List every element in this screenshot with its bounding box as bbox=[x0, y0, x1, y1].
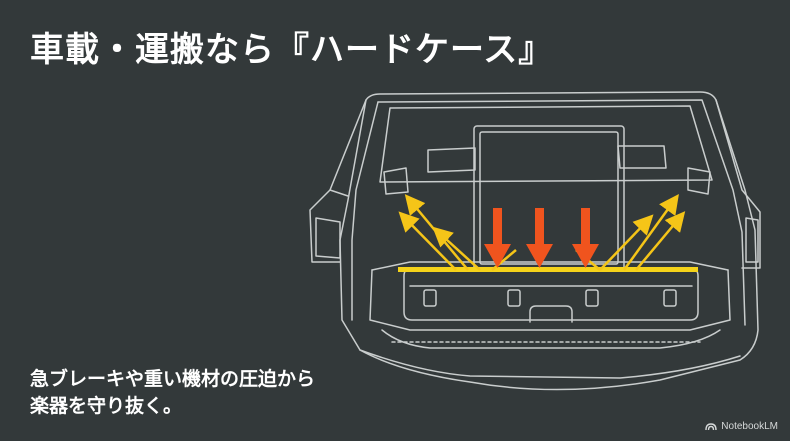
left-tail-light bbox=[315, 217, 341, 259]
headrest-right bbox=[617, 145, 667, 169]
brand-label: NotebookLM bbox=[721, 421, 778, 432]
trunk-inner-outline-left bbox=[351, 101, 379, 321]
brand-watermark: NotebookLM bbox=[705, 421, 778, 432]
trunk-outer-outline bbox=[339, 91, 759, 391]
case-latch-3 bbox=[585, 289, 599, 307]
force-arrow-2 bbox=[526, 208, 553, 268]
trunk-floor-edge bbox=[371, 261, 729, 271]
caption-line-2: 楽器を守り抜く。 bbox=[30, 395, 183, 417]
right-pillar bbox=[715, 99, 761, 269]
deflect-arrow-1 bbox=[404, 194, 469, 271]
caption-line-1: 急ブレーキや重い機材の圧迫から bbox=[30, 368, 316, 390]
notebooklm-logo-icon bbox=[705, 423, 717, 431]
case-handle bbox=[529, 305, 573, 323]
rear-seatback-frame bbox=[379, 105, 713, 183]
side-trim-right bbox=[687, 167, 711, 195]
headrest-left bbox=[427, 147, 476, 173]
deflect-arrow-4 bbox=[622, 193, 679, 271]
side-trim-left bbox=[383, 167, 409, 195]
case-latch-4 bbox=[663, 289, 677, 307]
trunk-inner-outline bbox=[377, 99, 746, 326]
bumper-upper bbox=[381, 329, 721, 349]
slide-title: 車載・運搬なら『ハードケース』 bbox=[30, 30, 554, 70]
force-arrows bbox=[484, 208, 599, 268]
deflect-arrow-6 bbox=[599, 214, 654, 271]
shield-bar bbox=[398, 267, 698, 272]
deflect-arrow-8 bbox=[491, 249, 517, 271]
case-latch-1 bbox=[423, 289, 437, 307]
force-arrow-1 bbox=[484, 208, 511, 268]
right-tail-light bbox=[745, 217, 759, 263]
deflect-arrow-2 bbox=[398, 211, 457, 271]
deflect-arrow-3 bbox=[432, 226, 481, 271]
deflect-arrow-5 bbox=[635, 211, 686, 271]
flat-hard-case bbox=[403, 267, 699, 321]
left-pillar bbox=[309, 99, 367, 263]
case-latch-2 bbox=[507, 289, 521, 307]
bumper-lower bbox=[359, 349, 741, 379]
trunk-floor bbox=[369, 269, 731, 331]
slide-caption: 急ブレーキや重い機材の圧迫から 楽器を守り抜く。 bbox=[30, 366, 315, 420]
force-arrow-3 bbox=[572, 208, 599, 268]
